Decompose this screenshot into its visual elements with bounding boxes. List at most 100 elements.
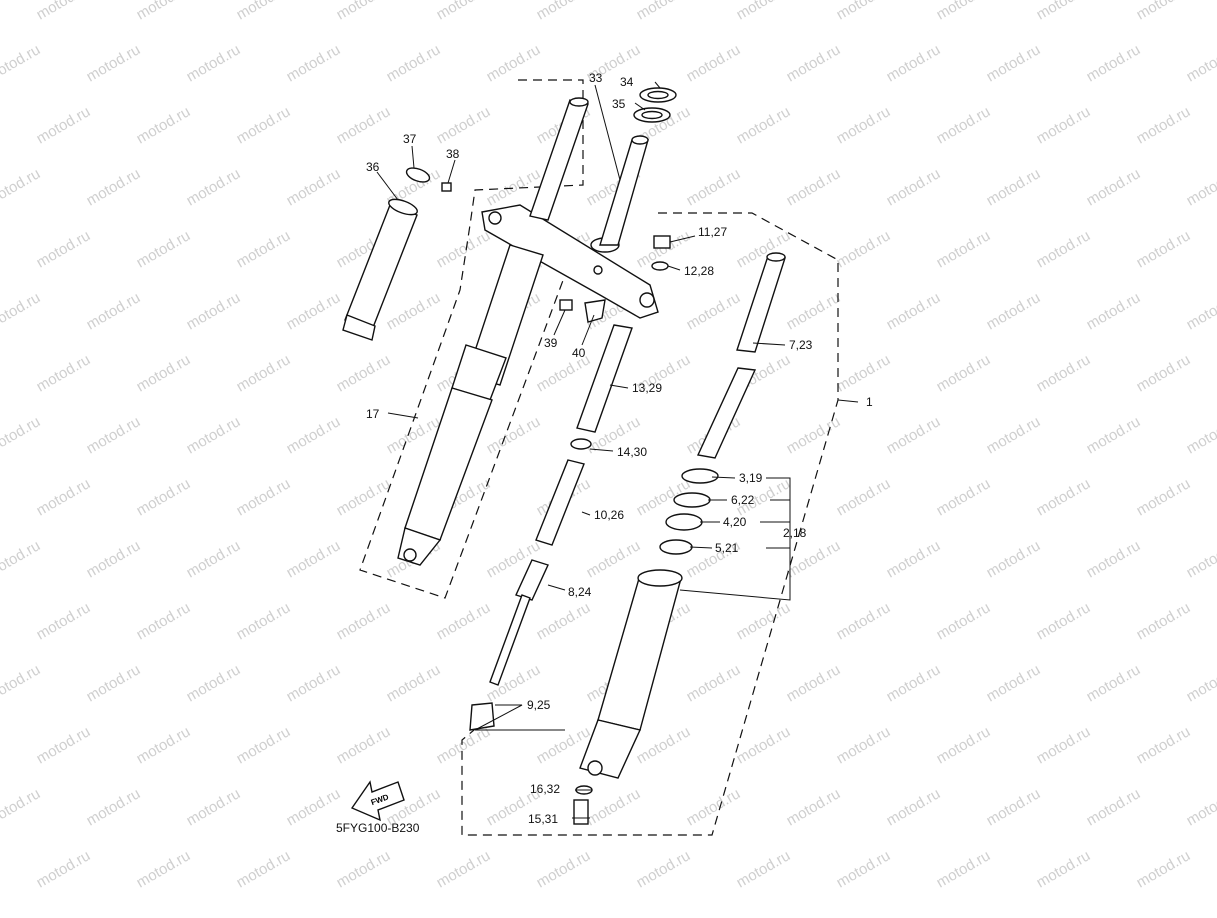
watermark-text: motod.ru	[134, 475, 194, 519]
watermark-text: motod.ru	[984, 661, 1044, 705]
watermark-text: motod.ru	[534, 599, 594, 643]
label-4-20: 4,20	[723, 515, 747, 529]
watermark-text: motod.ru	[134, 599, 194, 643]
spring-seat	[571, 439, 591, 449]
watermark-text: motod.ru	[34, 351, 94, 395]
watermark-text: motod.ru	[634, 847, 694, 891]
watermark-text: motod.ru	[884, 661, 944, 705]
watermark-text: motod.ru	[534, 847, 594, 891]
label-38: 38	[446, 147, 460, 161]
watermark-text: motod.ru	[234, 847, 294, 891]
watermark-text: motod.ru	[134, 227, 194, 271]
watermark-text: motod.ru	[234, 0, 294, 23]
watermark-text: motod.ru	[1134, 599, 1194, 643]
watermark-text: motod.ru	[84, 537, 144, 581]
watermark-text: motod.ru	[834, 723, 894, 767]
watermark-text: motod.ru	[684, 785, 744, 829]
watermark-text: motod.ru	[934, 351, 994, 395]
watermark-text: motod.ru	[784, 41, 844, 85]
watermark-text: motod.ru	[384, 289, 444, 333]
watermark-text: motod.ru	[734, 599, 794, 643]
watermark-text: motod.ru	[984, 413, 1044, 457]
label-11-27: 11,27	[698, 225, 727, 239]
watermark-text: motod.ru	[634, 0, 694, 23]
watermark-text: motod.ru	[934, 847, 994, 891]
watermark-text: motod.ru	[734, 0, 794, 23]
watermark-text: motod.ru	[1184, 661, 1217, 705]
watermark-text: motod.ru	[834, 0, 894, 23]
watermark-text: motod.ru	[34, 847, 94, 891]
seal-stack	[660, 469, 718, 554]
bearings	[634, 88, 676, 122]
label-13-29: 13,29	[632, 381, 662, 395]
watermark-text: motod.ru	[1034, 0, 1094, 23]
watermark-text: motod.ru	[234, 103, 294, 147]
watermark-text: motod.ru	[334, 0, 394, 23]
watermark-text: motod.ru	[0, 537, 43, 581]
watermark-text: motod.ru	[0, 785, 43, 829]
watermark-text: motod.ru	[234, 475, 294, 519]
watermark-text: motod.ru	[784, 661, 844, 705]
watermark-text: motod.ru	[1184, 537, 1217, 581]
watermark-text: motod.ru	[884, 785, 944, 829]
watermark-text: motod.ru	[84, 785, 144, 829]
watermark-text: motod.ru	[834, 351, 894, 395]
watermark-text: motod.ru	[284, 661, 344, 705]
watermark-text: motod.ru	[784, 785, 844, 829]
watermark-text: motod.ru	[184, 165, 244, 209]
watermark-text: motod.ru	[384, 661, 444, 705]
watermark-text: motod.ru	[284, 413, 344, 457]
watermark-text: motod.ru	[884, 41, 944, 85]
label-37: 37	[403, 132, 417, 146]
watermark-text: motod.ru	[284, 785, 344, 829]
watermark-text: motod.ru	[934, 475, 994, 519]
watermark-text: motod.ru	[234, 227, 294, 271]
label-34: 34	[620, 75, 634, 89]
watermark-text: motod.ru	[934, 103, 994, 147]
watermark-text: motod.ru	[34, 103, 94, 147]
watermark-text: motod.ru	[334, 103, 394, 147]
watermark-text: motod.ru	[1084, 289, 1144, 333]
diagram-code: 5FYG100-B230	[336, 821, 420, 835]
watermark-text: motod.ru	[934, 723, 994, 767]
watermark-text: motod.ru	[134, 847, 194, 891]
watermark-text: motod.ru	[984, 289, 1044, 333]
watermark-text: motod.ru	[1134, 723, 1194, 767]
watermark-text: motod.ru	[0, 41, 43, 85]
watermark-text: motod.ru	[984, 785, 1044, 829]
watermark-text: motod.ru	[234, 351, 294, 395]
watermark-text: motod.ru	[34, 599, 94, 643]
watermark-text: motod.ru	[184, 537, 244, 581]
watermark-text: motod.ru	[984, 165, 1044, 209]
watermark-text: motod.ru	[84, 413, 144, 457]
watermark-text: motod.ru	[1034, 103, 1094, 147]
watermark-text: motod.ru	[1184, 289, 1217, 333]
watermark-text: motod.ru	[684, 289, 744, 333]
watermark-text: motod.ru	[1184, 41, 1217, 85]
watermark-text: motod.ru	[34, 227, 94, 271]
watermark-text: motod.ru	[434, 103, 494, 147]
spacer-pipe	[577, 325, 632, 432]
watermark-text: motod.ru	[1084, 785, 1144, 829]
watermark-text: motod.ru	[84, 661, 144, 705]
watermark-text: motod.ru	[184, 289, 244, 333]
watermark-text: motod.ru	[34, 723, 94, 767]
watermark-text: motod.ru	[484, 413, 544, 457]
label-8-24: 8,24	[568, 585, 592, 599]
watermark-text: motod.ru	[184, 413, 244, 457]
watermark-text: motod.ru	[134, 351, 194, 395]
label-10-26: 10,26	[594, 508, 624, 522]
watermark-text: motod.ru	[1084, 537, 1144, 581]
watermark-text: motod.ru	[34, 475, 94, 519]
watermark-text: motod.ru	[284, 289, 344, 333]
watermark-text: motod.ru	[734, 103, 794, 147]
watermark-text: motod.ru	[84, 289, 144, 333]
watermark-text: motod.ru	[784, 165, 844, 209]
watermark-text: motod.ru	[884, 165, 944, 209]
watermark-text: motod.ru	[334, 847, 394, 891]
watermark-text: motod.ru	[1034, 351, 1094, 395]
watermark-text: motod.ru	[1134, 0, 1194, 23]
watermark-text: motod.ru	[484, 41, 544, 85]
label-40: 40	[572, 346, 586, 360]
label-1: 1	[866, 395, 873, 409]
